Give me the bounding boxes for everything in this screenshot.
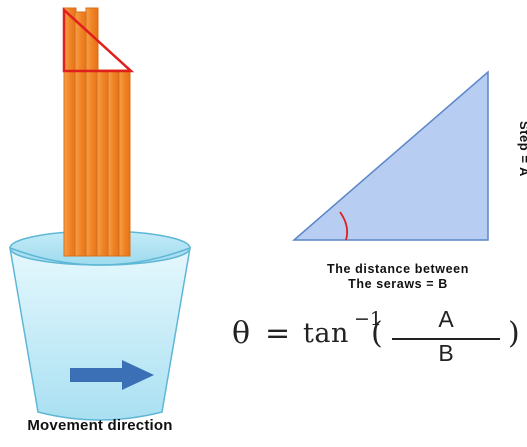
movement-direction-label: Movement direction (27, 417, 173, 434)
cup-rim-front (9, 247, 191, 266)
formula-theta: θ (232, 316, 251, 351)
straw (118, 69, 131, 257)
water-cup (9, 230, 191, 421)
straw (85, 7, 99, 257)
distance-label-line2: The seraws = B (348, 277, 448, 291)
formula-numerator: A (438, 306, 454, 332)
step-label: Step = A (517, 121, 527, 177)
angle-formula: θ = tan −1 ( A B ) (232, 306, 522, 368)
formula-fraction-bar (392, 338, 500, 340)
straw (63, 7, 77, 257)
distance-label-line1: The distance between (327, 262, 469, 276)
right-triangle (291, 70, 489, 241)
formula-open-paren: ( (371, 316, 383, 351)
formula-denominator: B (438, 340, 454, 366)
distance-label: The distance between The seraws = B (282, 262, 514, 292)
formula-function: tan (303, 318, 349, 349)
angle-arc (339, 211, 349, 241)
straw-bundle (62, 7, 135, 257)
straw (74, 11, 88, 257)
straw (96, 69, 110, 257)
formula-equals: = (265, 316, 291, 351)
right-arrow-icon (70, 360, 154, 390)
formula-close-paren: ) (508, 316, 520, 351)
straw (107, 69, 120, 257)
cup-body (9, 247, 191, 421)
cut-angle-triangle (62, 7, 135, 73)
formula-exponent: −1 (354, 308, 383, 330)
